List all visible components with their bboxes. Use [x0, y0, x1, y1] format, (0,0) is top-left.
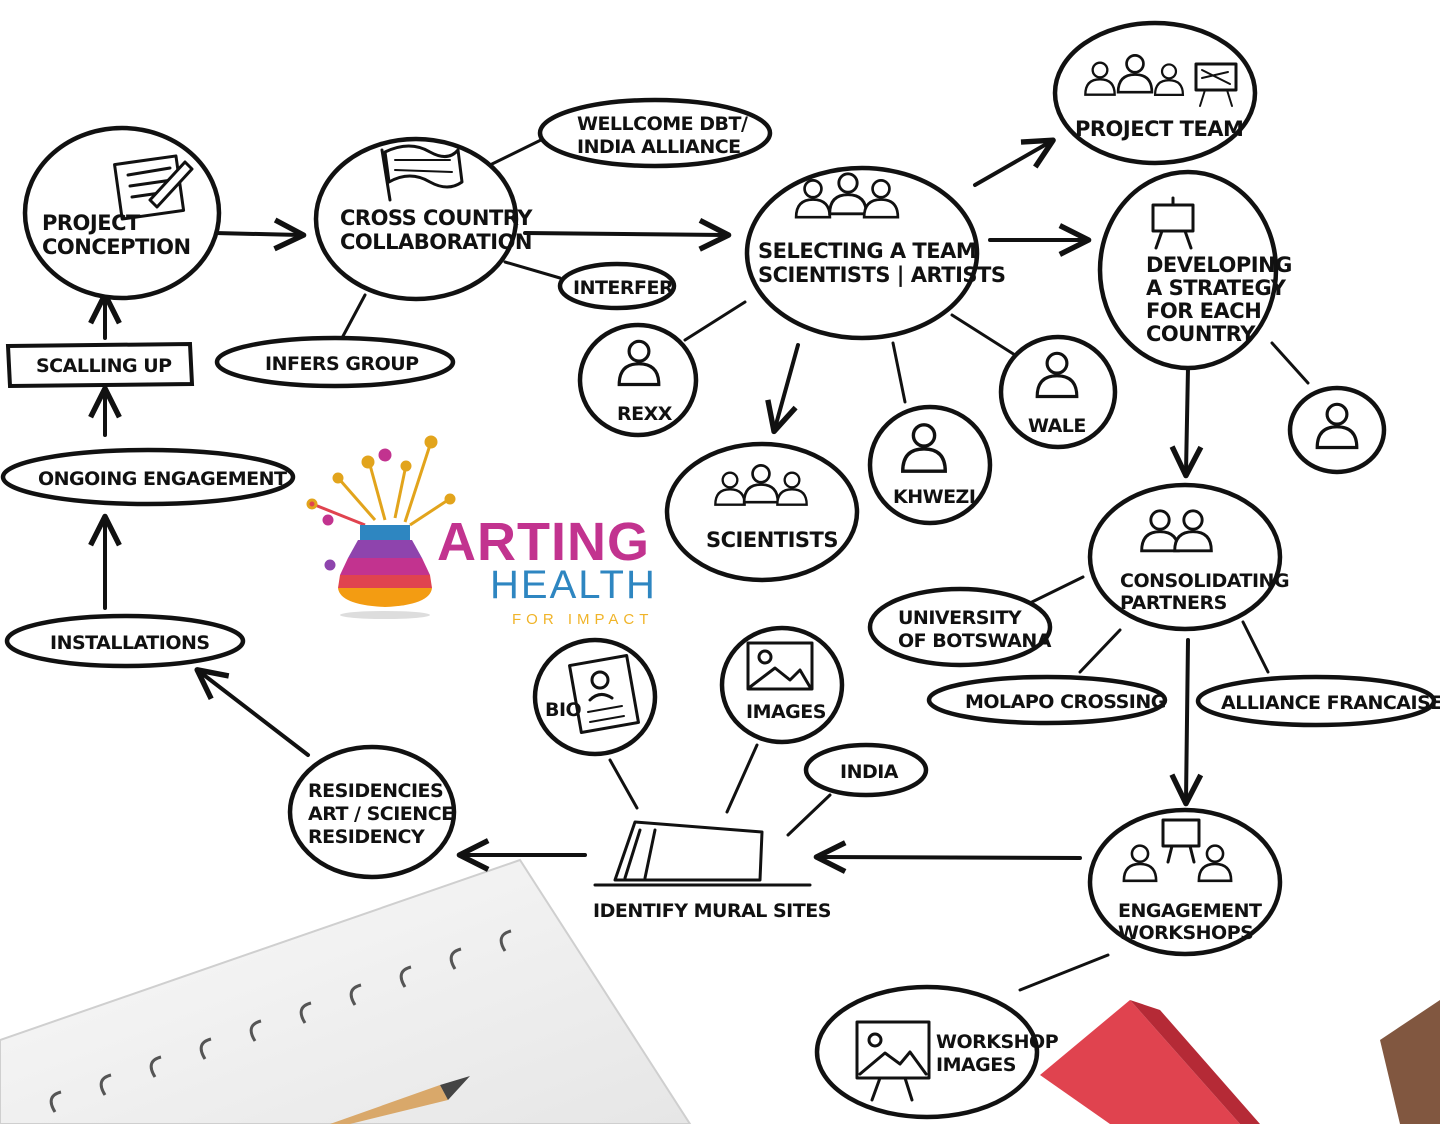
resume-icon [568, 653, 640, 735]
flag-icon [380, 144, 464, 202]
node-project-team-label: PROJECT TEAM [1075, 117, 1243, 141]
node-india: INDIA [803, 742, 929, 798]
node-engagement-line1: ENGAGEMENT [1118, 900, 1262, 922]
node-scientists: SCIENTISTS [664, 441, 860, 583]
node-infers-group-label: INFERS GROUP [265, 353, 419, 375]
eraser-prop [1040, 1000, 1440, 1124]
logo-line2: HEALTH [490, 563, 657, 607]
node-project-team: PROJECT TEAM [1052, 20, 1258, 166]
node-wellcome-line1: WELLCOME DBT/ [577, 113, 748, 135]
node-workshop-images: WORKSHOP IMAGES [814, 984, 1059, 1120]
node-selecting-team-line2: SCIENTISTS | ARTISTS [758, 263, 1005, 288]
arting-health-logo: ARTING HEALTH FOR IMPACT [306, 435, 657, 628]
node-khwezi-label: KHWEZI [893, 486, 975, 508]
node-identify-label: IDENTIFY MURAL SITES [593, 900, 831, 922]
node-workshop-images-line2: IMAGES [936, 1054, 1016, 1076]
flask-icon [306, 435, 456, 619]
node-developing-line3: FOR EACH [1146, 299, 1261, 323]
node-workshop-images-line1: WORKSHOP [936, 1031, 1059, 1053]
node-infers-group: INFERS GROUP [214, 335, 456, 389]
node-engagement-line2: WORKSHOPS [1118, 922, 1253, 944]
node-bio-label: BIO [545, 699, 582, 721]
node-installations: INSTALLATIONS [4, 613, 246, 669]
node-project-conception-line1: PROJECT [42, 211, 141, 235]
connectors [88, 136, 1310, 992]
node-consolidating-partners: CONSOLIDATING PARTNERS [1087, 482, 1290, 632]
document-pencil-icon [113, 154, 194, 221]
node-scalling-up: SCALLING UP [5, 341, 195, 389]
notepad-prop [0, 858, 692, 1124]
node-consolidating-line1: CONSOLIDATING [1120, 570, 1289, 592]
node-khwezi: KHWEZI [867, 404, 993, 526]
node-ongoing-engagement: ONGOING ENGAGEMENT [0, 447, 296, 507]
node-molapo-crossing: MOLAPO CROSSING [926, 674, 1168, 726]
node-project-conception: PROJECT CONCEPTION [22, 125, 222, 301]
node-alliance-label: ALLIANCE FRANCAISE [1221, 692, 1440, 714]
node-interfer-label: INTERFER [573, 277, 674, 299]
node-rexx: REXX [577, 322, 699, 438]
node-residencies-line2: ART / SCIENCE [308, 803, 454, 825]
node-wale-label: WALE [1028, 415, 1086, 437]
node-residencies-line3: RESIDENCY [308, 826, 425, 848]
node-residencies-line1: RESIDENCIES [308, 780, 443, 802]
team-presentation-icon [1084, 54, 1238, 107]
group-people-icon [794, 172, 900, 219]
node-interfer: INTERFER [557, 261, 677, 311]
node-alliance-francaise: ALLIANCE FRANCAISE [1195, 674, 1440, 728]
node-engagement-workshops: ENGAGEMENT WORKSHOPS [1087, 807, 1283, 957]
workshop-icon [1122, 818, 1233, 883]
node-university-line1: UNIVERSITY [898, 607, 1022, 629]
whiteboard-icon [1151, 196, 1195, 250]
presentation-image-icon [855, 1020, 931, 1102]
node-cross-country: CROSS COUNTRY COLLABORATION [313, 136, 534, 302]
node-unnamed-person [1287, 385, 1387, 475]
spiral-rings [49, 929, 512, 1113]
node-images-label: IMAGES [746, 701, 826, 723]
node-identify-mural-sites: IDENTIFY MURAL SITES [593, 820, 831, 922]
node-wellcome-line2: INDIA ALLIANCE [577, 136, 741, 158]
node-india-label: INDIA [840, 761, 899, 783]
node-rexx-label: REXX [617, 403, 673, 425]
node-selecting-team-line1: SELECTING A TEAM [758, 239, 976, 263]
node-developing-strategy: DEVELOPING A STRATEGY FOR EACH COUNTRY [1097, 169, 1292, 371]
node-cross-country-line1: CROSS COUNTRY [340, 206, 533, 230]
node-cross-country-line2: COLLABORATION [340, 230, 532, 254]
logo-line3: FOR IMPACT [512, 611, 653, 628]
wall-icon [593, 820, 812, 887]
node-scientists-label: SCIENTISTS [706, 528, 838, 552]
node-university-line2: OF BOTSWANA [898, 630, 1052, 652]
node-project-conception-line2: CONCEPTION [42, 235, 191, 259]
node-molapo-label: MOLAPO CROSSING [965, 691, 1166, 713]
node-developing-line1: DEVELOPING [1146, 253, 1292, 277]
image-icon [746, 641, 814, 691]
node-selecting-team: SELECTING A TEAM SCIENTISTS | ARTISTS [744, 165, 1006, 341]
node-wellcome: WELLCOME DBT/ INDIA ALLIANCE [537, 97, 773, 169]
node-scalling-up-label: SCALLING UP [36, 355, 172, 377]
node-developing-line2: A STRATEGY [1146, 276, 1287, 300]
node-ongoing-engagement-label: ONGOING ENGAGEMENT [38, 468, 287, 490]
node-images: IMAGES [719, 625, 845, 745]
node-wale: WALE [998, 334, 1118, 450]
node-university-botswana: UNIVERSITY OF BOTSWANA [867, 586, 1053, 668]
pencil-prop [330, 1076, 470, 1124]
node-bio: BIO [532, 637, 658, 757]
node-consolidating-line2: PARTNERS [1120, 592, 1227, 614]
logo-line1: ARTING [437, 512, 650, 572]
node-installations-label: INSTALLATIONS [50, 632, 210, 654]
node-residencies: RESIDENCIES ART / SCIENCE RESIDENCY [287, 744, 457, 880]
node-developing-line4: COUNTRY [1146, 322, 1256, 346]
